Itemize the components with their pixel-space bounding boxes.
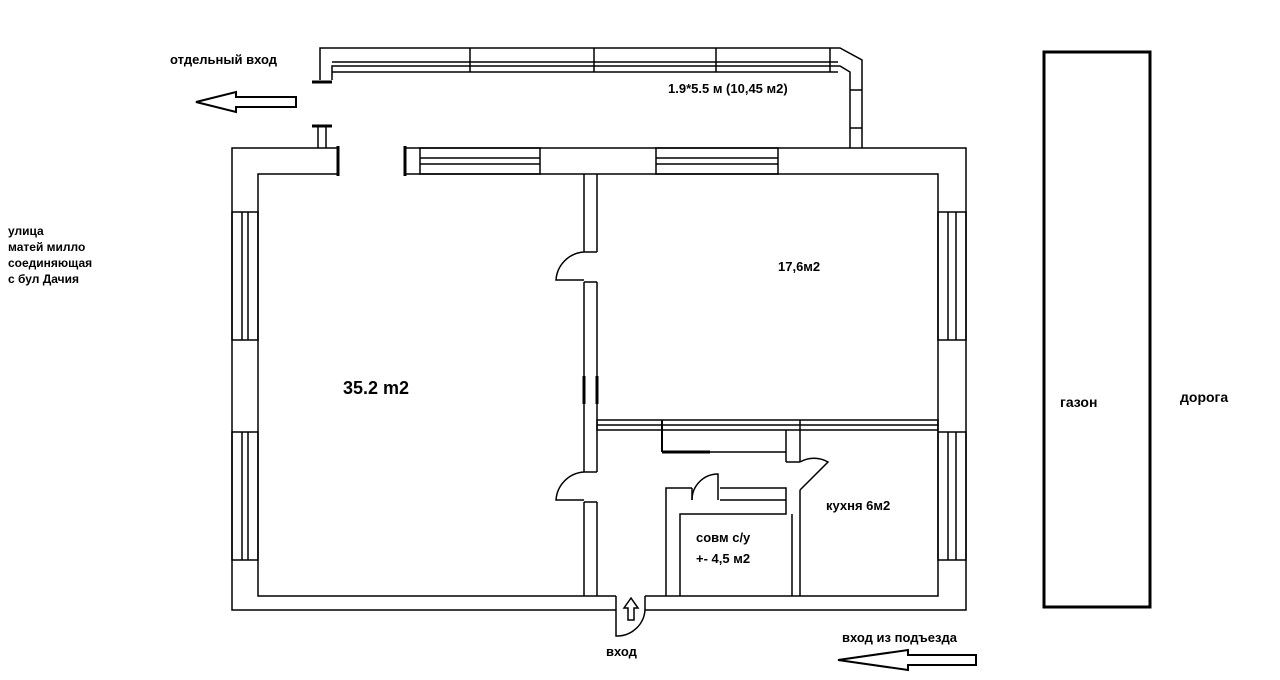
interior-wall-vertical <box>582 174 599 596</box>
separate-entrance-arrow <box>195 90 297 114</box>
bathroom-door <box>691 473 719 501</box>
annex-size-label: 1.9*5.5 м (10,45 м2) <box>668 81 788 96</box>
annex-corridor <box>319 47 863 148</box>
kitchen-door <box>786 457 830 491</box>
stairwell-entrance-arrow <box>837 648 977 672</box>
lawn-area <box>1042 50 1152 609</box>
door-to-hall <box>555 471 597 503</box>
bathroom-walls <box>665 487 801 596</box>
street-line: улица <box>8 224 44 238</box>
street-line: соединяющая <box>8 256 93 270</box>
outer-walls <box>231 146 967 611</box>
street-line: с бул Дачия <box>8 272 80 286</box>
separate-entrance-door <box>312 80 332 148</box>
stairwell-entrance-label: вход из подъезда <box>842 630 958 645</box>
bathroom-label-line2: +- 4,5 м2 <box>696 551 750 566</box>
separate-entrance-label: отдельный вход <box>170 52 278 67</box>
entrance-label: вход <box>606 644 638 659</box>
bedroom-area-label: 17,6м2 <box>778 259 820 274</box>
large-room-area-label: 35.2 m2 <box>343 378 409 398</box>
door-to-bedroom <box>555 251 597 283</box>
right-windows <box>937 211 967 561</box>
kitchen-label: кухня 6м2 <box>826 498 890 513</box>
road-label: дорога <box>1180 389 1228 405</box>
bathroom-label-line1: совм с/у <box>696 530 751 545</box>
top-windows <box>419 147 779 175</box>
street-line: матей милло <box>8 240 86 254</box>
interior-wall-horizontal <box>596 419 939 462</box>
lawn-label: газон <box>1060 394 1097 410</box>
street-label: улица матей милло соединяющая с бул Дачи… <box>8 223 108 287</box>
main-entrance-door <box>615 596 646 637</box>
left-windows <box>231 211 259 561</box>
